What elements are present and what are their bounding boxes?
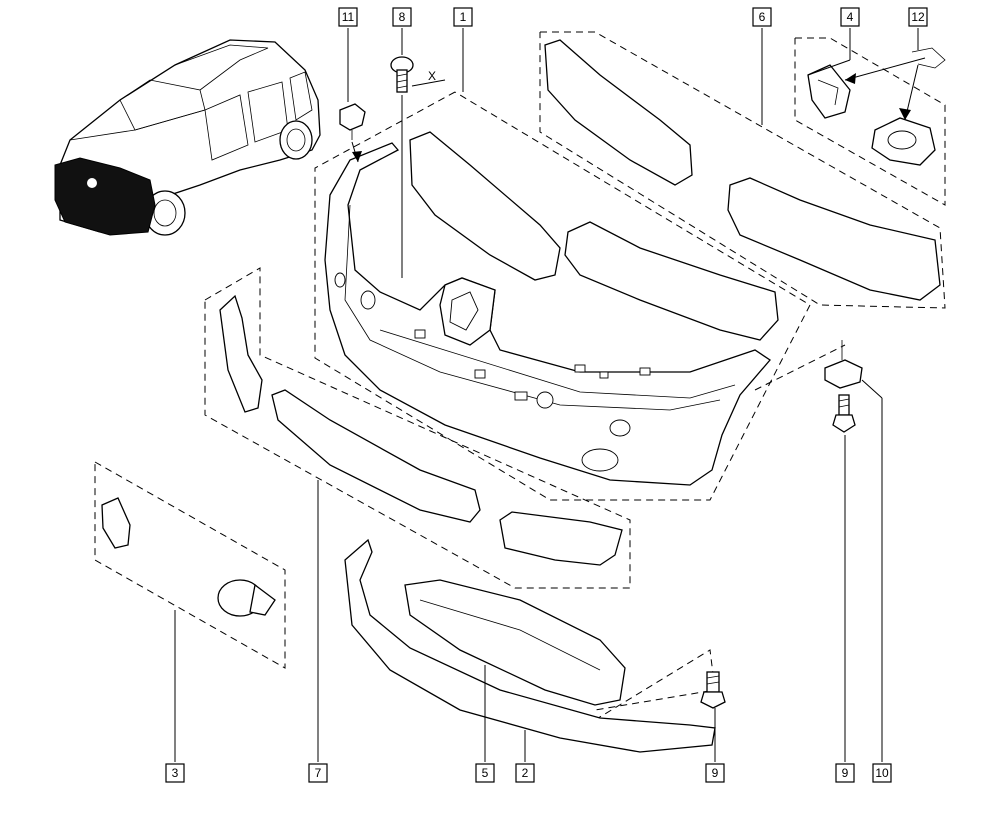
callout-label: 10 <box>875 766 889 780</box>
callout-11: 11 <box>338 7 358 27</box>
callout-5: 5 <box>475 763 495 783</box>
callout-3: 3 <box>165 763 185 783</box>
callout-label: 4 <box>847 10 854 24</box>
callout-10: 10 <box>872 763 892 783</box>
callout-4: 4 <box>840 7 860 27</box>
callout-label: 3 <box>172 766 179 780</box>
callout-label: 12 <box>911 10 925 24</box>
callout-6: 6 <box>752 7 772 27</box>
callout-9-lower: 9 <box>705 763 725 783</box>
lower-grille-center <box>271 389 481 523</box>
under-deflector-panel <box>404 579 626 706</box>
callout-label: 5 <box>482 766 489 780</box>
callout-label: 1 <box>460 10 467 24</box>
callout-1: 1 <box>453 7 473 27</box>
side-mounting-bolt <box>832 394 856 433</box>
callout-label: 8 <box>399 10 406 24</box>
grille-insert-right <box>499 511 623 566</box>
front-bumper-shell <box>324 142 771 486</box>
callout-label: 9 <box>712 766 719 780</box>
bumper-reinforcement-right <box>727 177 941 301</box>
callout-label: 9 <box>842 766 849 780</box>
callout-9-side: 9 <box>835 763 855 783</box>
lower-mounting-bolt <box>700 671 726 709</box>
spring-clip <box>911 47 946 69</box>
bumper-reinforcement-left-upper <box>409 131 561 281</box>
mounting-bracket-nut <box>824 340 863 389</box>
plastic-rivet <box>339 103 366 140</box>
assembly-group-outlines <box>94 31 946 721</box>
bumper-reinforcement-rear-upper <box>544 39 693 186</box>
callout-leaders <box>174 28 919 762</box>
callout-7: 7 <box>308 763 328 783</box>
bumper-reinforcement-center <box>564 221 779 341</box>
retaining-clip-left <box>807 64 851 119</box>
vehicle-overview-illustration <box>54 39 321 236</box>
callout-12: 12 <box>908 7 928 27</box>
callout-2: 2 <box>515 763 535 783</box>
retaining-clip-right <box>871 117 936 166</box>
callout-label: 6 <box>759 10 766 24</box>
callout-label: 11 <box>342 10 355 24</box>
bolt-axis-label: X <box>428 69 436 83</box>
fog-lamp-cover <box>101 497 131 549</box>
callout-label: 2 <box>522 766 529 780</box>
side-trim-left <box>219 294 263 413</box>
screw-bolt <box>390 56 414 93</box>
fog-lamp-unit <box>217 579 276 617</box>
lower-spoiler-lip <box>344 538 716 753</box>
callout-8: 8 <box>392 7 412 27</box>
callout-label: 7 <box>315 766 322 780</box>
